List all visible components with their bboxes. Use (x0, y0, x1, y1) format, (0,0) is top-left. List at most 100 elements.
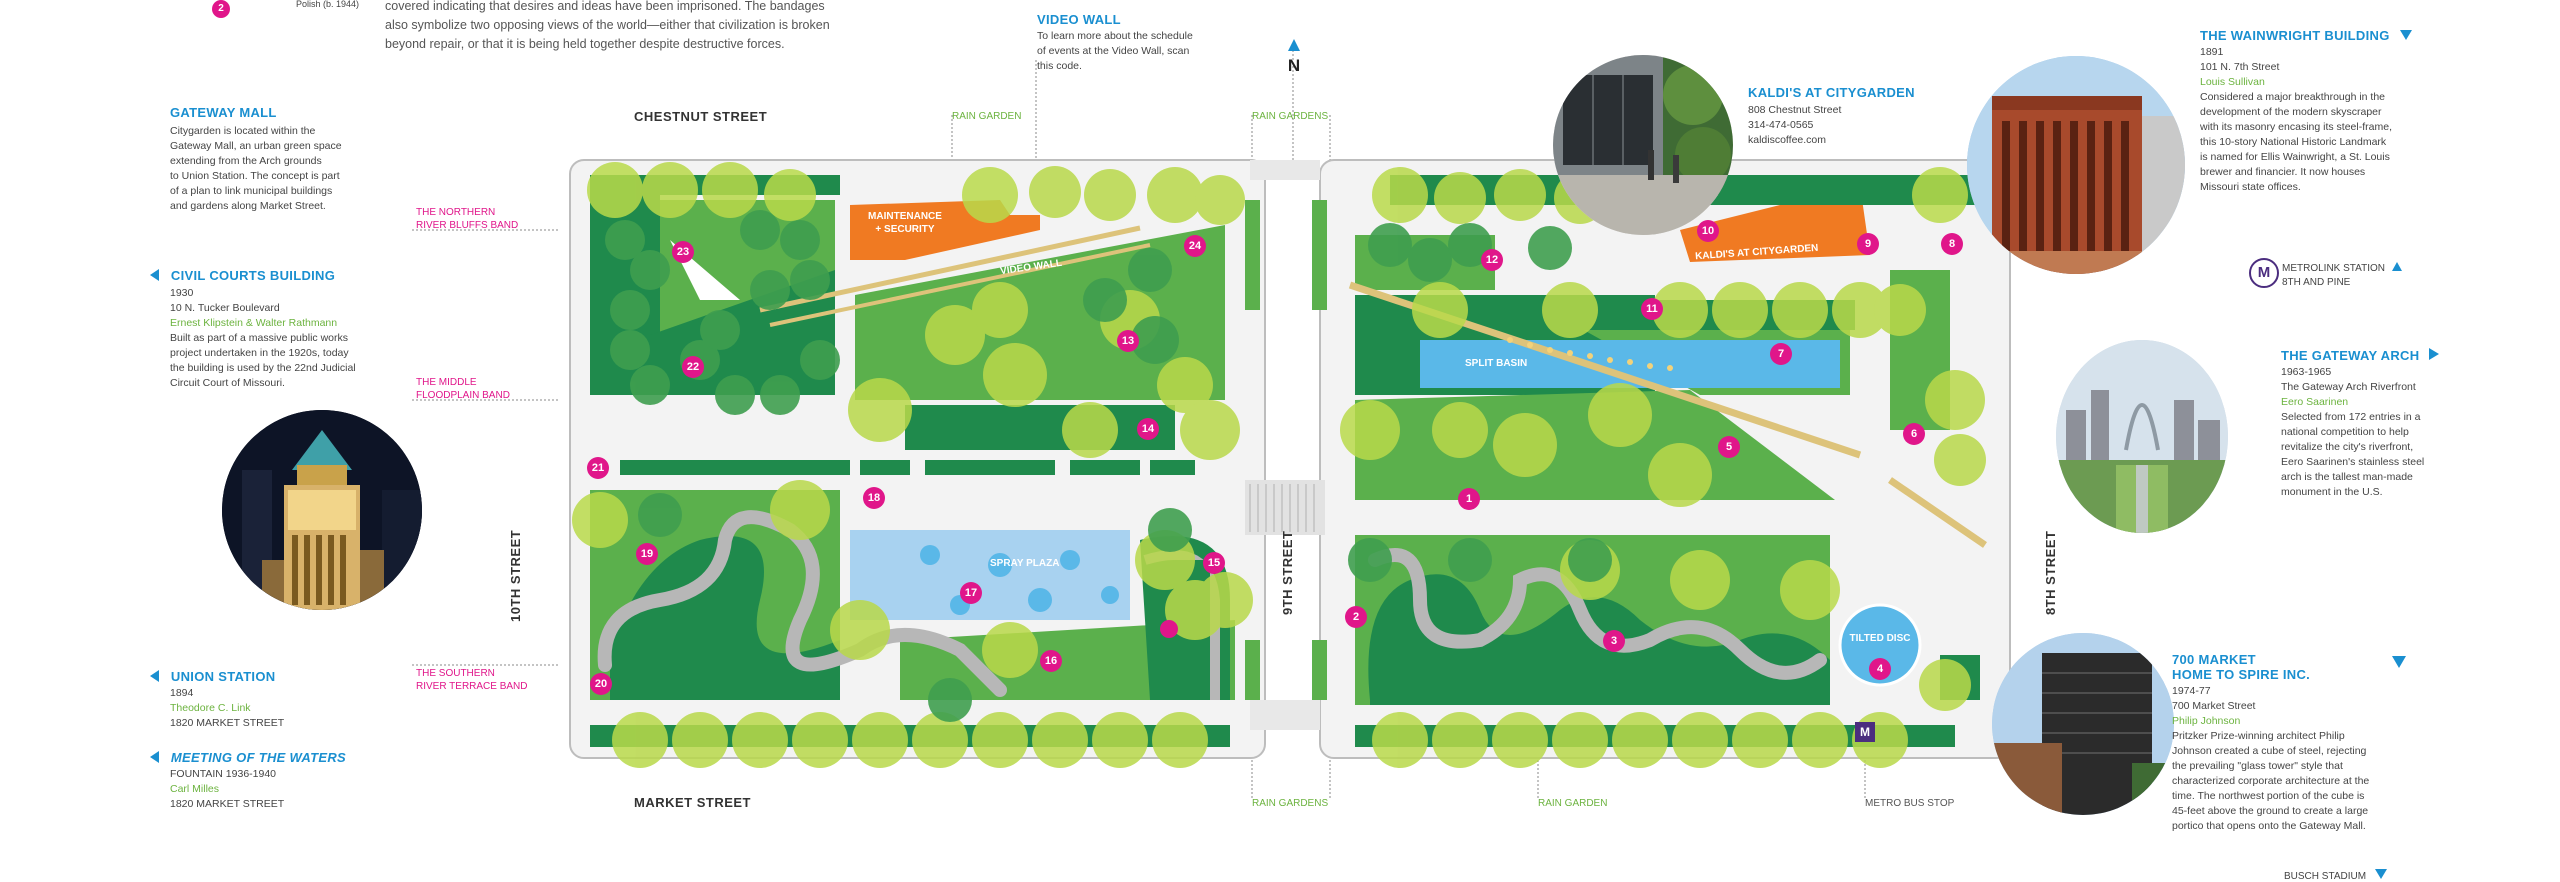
body-line: Gateway Mall, an urban green space (170, 140, 342, 152)
north-label: N (1287, 56, 1301, 75)
marker-9[interactable]: 9 (1857, 233, 1879, 255)
marker-17[interactable]: 17 (960, 582, 982, 604)
marker-6[interactable]: 6 (1903, 423, 1925, 445)
marker-5[interactable]: 5 (1718, 436, 1740, 458)
north-arrow: N (1284, 38, 1304, 76)
maintenance-label: MAINTENANCE + SECURITY (855, 210, 955, 236)
body-line: of a plan to link municipal buildings (170, 185, 333, 197)
intro-text: covered indicating that desires and idea… (385, 0, 830, 54)
intro-line: also symbolize two opposing views of the… (385, 18, 830, 32)
body-line: to Union Station. The concept is part (170, 170, 340, 182)
kaldis-info: KALDI'S AT CITYGARDEN 808 Chestnut Stree… (1748, 85, 1948, 148)
marker-11[interactable]: 11 (1641, 298, 1663, 320)
body-line: with its masonry encasing its steel-fram… (2200, 121, 2392, 133)
market-street-label: MARKET STREET (634, 795, 751, 810)
arrow-right-icon (2429, 348, 2440, 360)
marker-16[interactable]: 16 (1040, 650, 1062, 672)
marker-4[interactable]: 4 (1869, 658, 1891, 680)
body-line: monument in the U.S. (2281, 486, 2383, 498)
gateway-arch-title-row: THE GATEWAY ARCH (2281, 348, 2521, 363)
zone-line: RIVER BLUFFS BAND (416, 220, 519, 231)
market700-info: 700 MARKET HOME TO SPIRE INC. 1974-77 70… (2172, 652, 2422, 834)
north-arrow-icon (1288, 39, 1300, 51)
address: 10 N. Tucker Boulevard (170, 302, 280, 314)
union-station-title: UNION STATION (170, 669, 276, 684)
wainwright-photo (1967, 56, 2185, 274)
market700-title: 700 MARKET (2172, 652, 2256, 667)
meeting-waters-title: MEETING OF THE WATERS (170, 750, 346, 765)
arrow-up-icon (2391, 262, 2402, 271)
body-line: Pritzker Prize-winning architect Philip (2172, 730, 2345, 742)
body-line: development of the modern skyscraper (2200, 106, 2382, 118)
market700-subtitle: HOME TO SPIRE INC. (2172, 667, 2311, 682)
marker-15[interactable]: 15 (1203, 552, 1225, 574)
market700-body: 1974-77 700 Market Street Philip Johnson… (2172, 684, 2422, 834)
address: 1820 MARKET STREET (170, 798, 285, 810)
marker-20[interactable]: 20 (590, 673, 612, 695)
body-line: characterized corporate architecture at … (2172, 775, 2370, 787)
intro-badge-caption: Polish (b. 1944) (296, 0, 360, 9)
marker-18[interactable]: 18 (863, 487, 885, 509)
metro-bus-label: METRO BUS STOP (1865, 798, 1955, 809)
arrow-down-icon (2392, 656, 2406, 668)
marker-24[interactable]: 24 (1184, 235, 1206, 257)
label-line: MAINTENANCE (868, 211, 942, 222)
body-line: the prevailing "glass tower" style that (2172, 760, 2343, 772)
gateway-arch-body: 1963-1965 The Gateway Arch Riverfront Ee… (2281, 365, 2521, 500)
kaldis-body: 808 Chestnut Street 314-474-0565 kaldisc… (1748, 103, 1948, 148)
body-line: revitalize the city's riverfront, (2281, 441, 2414, 453)
body-line: and gardens along Market Street. (170, 200, 326, 212)
marker-10[interactable]: 10 (1697, 220, 1719, 242)
arrow-left-icon (150, 751, 159, 763)
video-wall-info: VIDEO WALL To learn more about the sched… (1037, 12, 1237, 74)
zone-south: THE SOUTHERN RIVER TERRACE BAND (416, 667, 528, 693)
marker-23[interactable]: 23 (672, 241, 694, 263)
body-line: Built as part of a massive public works (170, 332, 348, 344)
marker-21[interactable]: 21 (587, 457, 609, 479)
year: 1891 (2200, 46, 2224, 58)
gateway-arch-title: THE GATEWAY ARCH (2281, 348, 2420, 363)
union-station-body: 1894 Theodore C. Link 1820 MARKET STREET (150, 686, 380, 731)
busch-stadium-info: BUSCH STADIUM (2284, 869, 2387, 882)
zone-middle: THE MIDDLE FLOODPLAIN BAND (416, 376, 510, 402)
body-line: this 10-story National Historic Landmark (2200, 136, 2387, 148)
marker-19[interactable]: 19 (636, 543, 658, 565)
chestnut-street-label: CHESTNUT STREET (634, 109, 768, 124)
body-line: national competition to help (2281, 426, 2409, 438)
subtitle: FOUNTAIN 1936-1940 (170, 768, 277, 780)
body-line: Citygarden is located within the (170, 125, 316, 137)
body-line: Johnson created a cube of steel, rejecti… (2172, 745, 2367, 757)
union-station-info: UNION STATION 1894 Theodore C. Link 1820… (150, 669, 380, 731)
arrow-left-icon (150, 269, 159, 281)
body-line: 45-feet above the ground to create a lar… (2172, 805, 2369, 817)
body-line: project undertaken in the 1920s, today (170, 347, 349, 359)
metrolink-icon: M (2249, 258, 2279, 288)
marker-3[interactable]: 3 (1603, 630, 1625, 652)
gateway-arch-photo (2056, 340, 2228, 533)
ninth-street-label: 9TH STREET (1280, 530, 1295, 615)
label-line: + SECURITY (875, 224, 935, 235)
marker-2[interactable]: 2 (1345, 606, 1367, 628)
eighth-street-label: 8TH STREET (2043, 530, 2058, 615)
tenth-street-label: 10TH STREET (508, 529, 523, 622)
union-station-title-row: UNION STATION (150, 669, 380, 684)
intro-line: covered indicating that desires and idea… (385, 0, 825, 13)
marker-14[interactable]: 14 (1137, 418, 1159, 440)
intro-badge: 2 (212, 0, 232, 20)
split-basin-label: SPLIT BASIN (1465, 358, 1528, 369)
meeting-waters-body: FOUNTAIN 1936-1940 Carl Milles 1820 MARK… (150, 767, 380, 812)
marker-12[interactable]: 12 (1481, 249, 1503, 271)
year: 1894 (170, 687, 194, 699)
body-line: brewer and financier. It now houses (2200, 166, 2366, 178)
rain-garden-label: RAIN GARDEN (952, 111, 1022, 122)
marker-7[interactable]: 7 (1770, 343, 1792, 365)
marker-13[interactable]: 13 (1117, 330, 1139, 352)
meeting-waters-info: MEETING OF THE WATERS FOUNTAIN 1936-1940… (150, 750, 380, 812)
marker-22[interactable]: 22 (682, 356, 704, 378)
civil-courts-title-row: CIVIL COURTS BUILDING (150, 268, 380, 283)
metrolink-info: METROLINK STATION 8TH AND PINE (2282, 262, 2402, 290)
zone-line: THE MIDDLE (416, 377, 477, 388)
marker-1[interactable]: 1 (1458, 488, 1480, 510)
marker-8[interactable]: 8 (1941, 233, 1963, 255)
wainwright-info: THE WAINWRIGHT BUILDING 1891 101 N. 7th … (2200, 28, 2440, 195)
